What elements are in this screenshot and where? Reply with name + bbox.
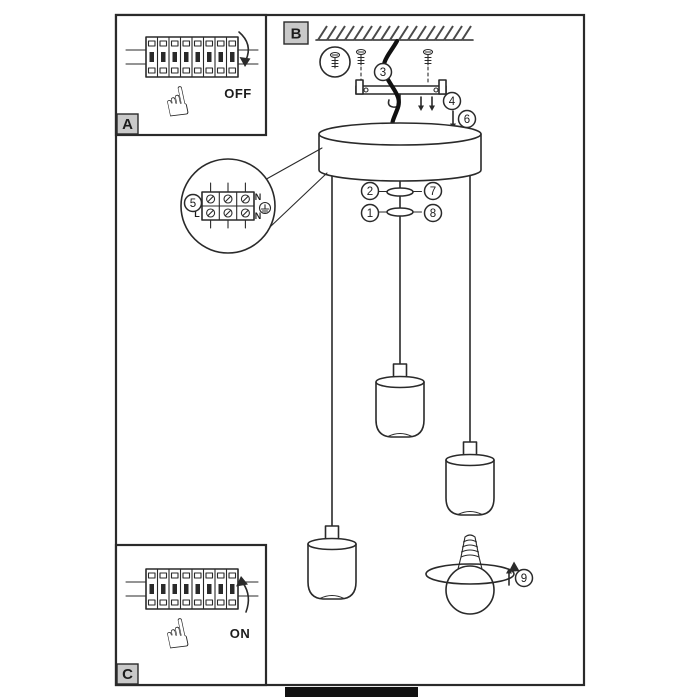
bulb-screw-threads — [460, 534, 480, 558]
terminal-detail: L N L N 5 — [180, 147, 328, 254]
rotation-ellipse — [425, 563, 515, 585]
cord-grip-rings — [377, 187, 423, 217]
circuit-breaker-icon — [125, 568, 259, 610]
off-arrow-head — [239, 57, 251, 67]
panel-a-label: A — [122, 116, 133, 133]
magnifier-leader-lines — [265, 147, 328, 228]
callout-8: 8 — [423, 203, 443, 223]
callout-8-number: 8 — [430, 208, 436, 220]
terminal-n2-label: N — [255, 211, 262, 221]
callout-3-number: 3 — [380, 67, 386, 79]
mains-cable — [381, 38, 401, 130]
off-label: OFF — [224, 86, 252, 101]
light-bulb — [425, 534, 520, 615]
circuit-breaker-icon — [125, 36, 259, 78]
panel-a-label-box — [116, 113, 139, 135]
callout-1-number: 1 — [367, 208, 373, 220]
terminal-l2-label: L — [194, 209, 200, 219]
panel-c-label: C — [122, 666, 133, 683]
down-arrow-icon — [418, 105, 424, 111]
panel-c-label-box — [116, 663, 139, 685]
panel-a: ☝ OFF A — [114, 13, 268, 137]
callout-9: 9 — [514, 568, 534, 588]
callout-5-number: 5 — [190, 198, 196, 210]
callout-2-number: 2 — [367, 186, 373, 198]
callout-7-number: 7 — [430, 186, 436, 198]
callout-4-number: 4 — [449, 96, 456, 108]
up-arrow-icon — [506, 568, 512, 574]
callout-4: 4 — [442, 91, 462, 111]
callout-2: 2 — [360, 181, 380, 201]
off-arrow-icon — [238, 31, 250, 61]
bulb-turn-arrow — [506, 568, 512, 586]
on-arrow-icon — [242, 582, 250, 613]
terminal-wires — [210, 182, 246, 229]
callout-5: 5 — [183, 193, 203, 213]
callout-7: 7 — [423, 181, 443, 201]
panel-b: B — [180, 21, 534, 615]
down-arrow-icon — [429, 105, 435, 111]
panel-b-label: B — [291, 26, 302, 43]
on-arrow-head — [236, 576, 248, 587]
footer-bar — [285, 687, 418, 697]
bracket-arrows — [418, 96, 435, 111]
screw-detail — [319, 46, 351, 78]
ceiling-hatch — [315, 25, 474, 41]
terminal-n1-label: N — [255, 192, 262, 202]
panel-c: ☝ ON C — [114, 543, 268, 687]
callout-6-number: 6 — [464, 114, 470, 126]
callout-6: 6 — [457, 109, 477, 129]
panel-b-label-box — [283, 21, 309, 45]
callout-1: 1 — [360, 203, 380, 223]
callout-9-number: 9 — [521, 573, 527, 585]
callout-3: 3 — [373, 62, 393, 82]
rotation-arrow-head — [508, 561, 520, 572]
ground-symbol-icon — [258, 201, 272, 215]
bulb-globe — [445, 565, 495, 615]
terminal-screws — [206, 194, 250, 218]
on-label: ON — [230, 626, 251, 641]
canopy — [318, 122, 482, 182]
